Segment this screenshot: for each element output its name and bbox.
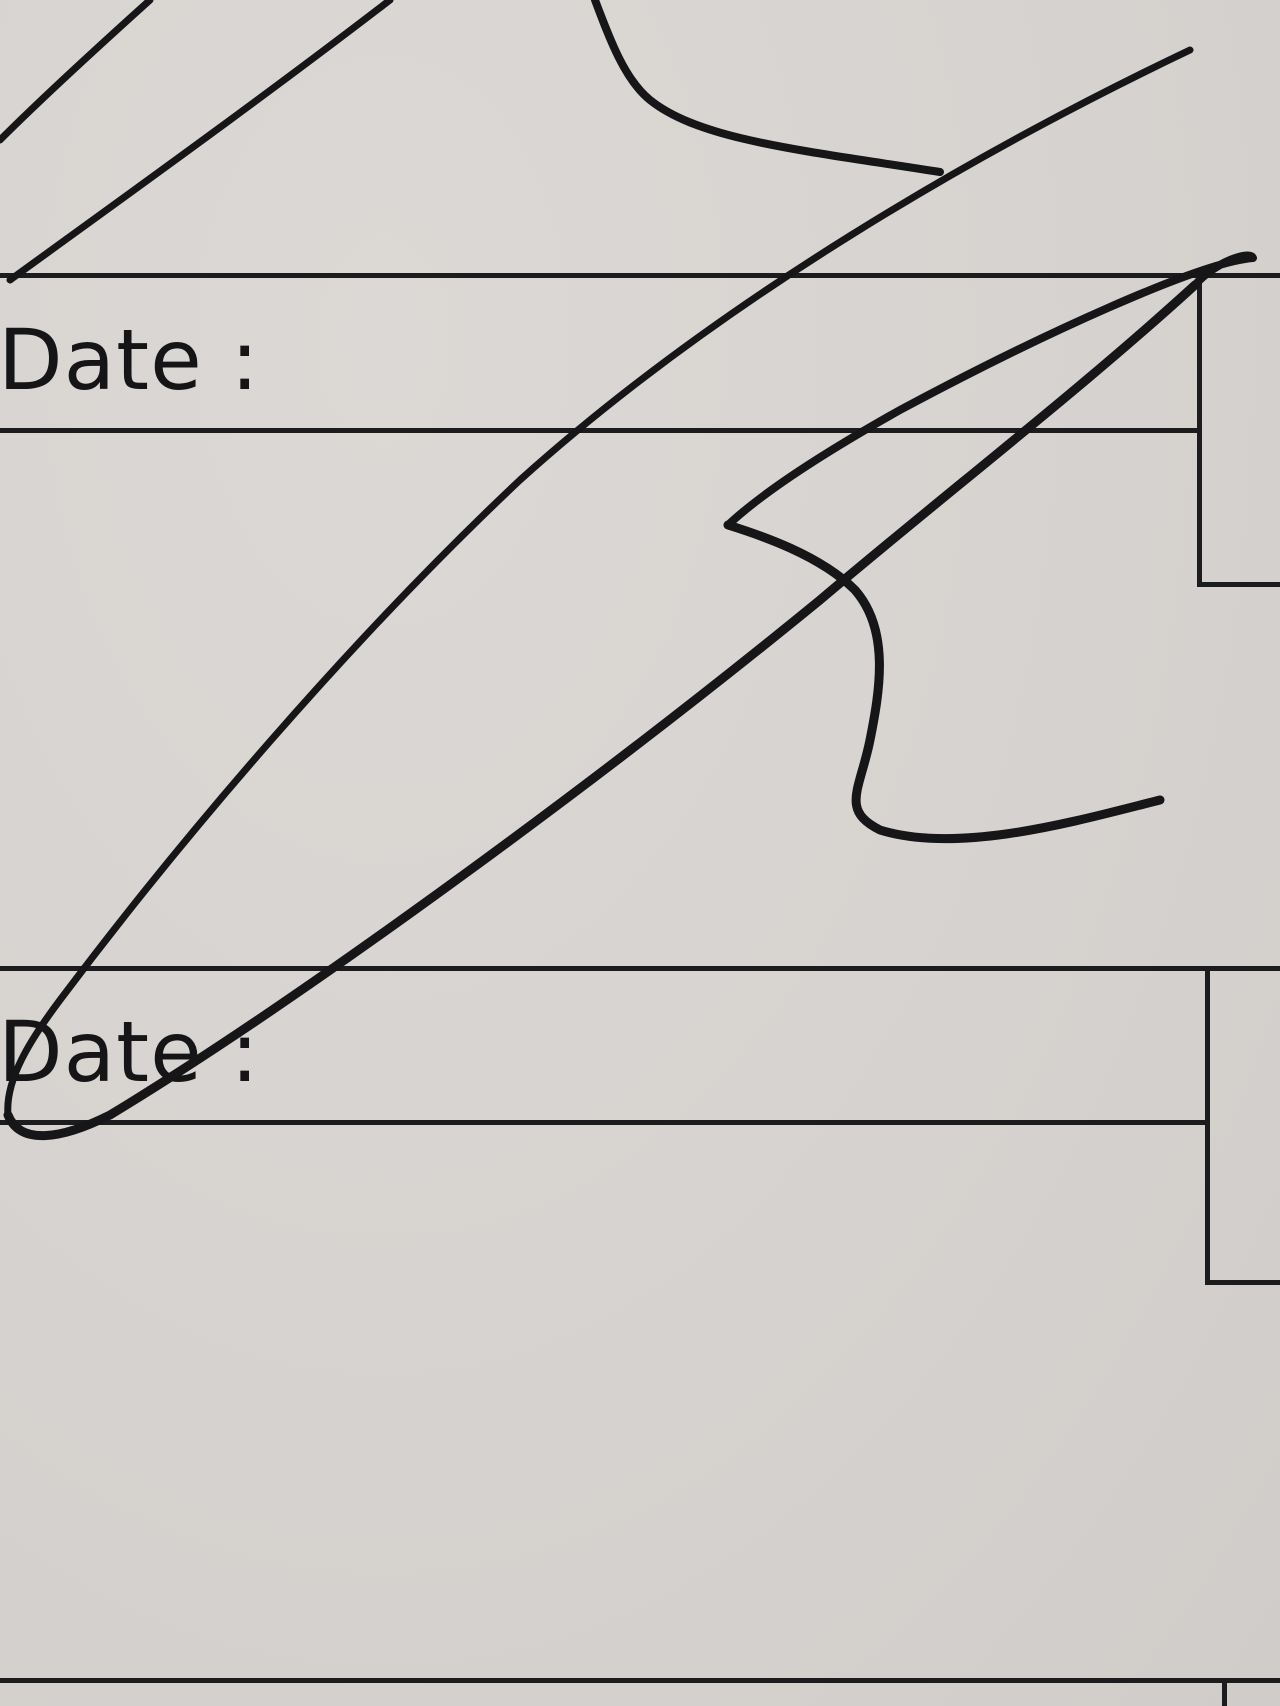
row-1-bottom-rule: [0, 428, 1200, 433]
signature-stroke-top-right-flourish: [724, 251, 1257, 529]
row-2-box-bottom-edge: [1205, 1280, 1280, 1285]
bottom-box-left-edge: [1222, 1678, 1227, 1706]
row-2-box-left-edge: [1205, 966, 1210, 1284]
date-label-1: Date :: [0, 311, 260, 409]
bottom-rule: [0, 1678, 1280, 1683]
signature-stroke-top-left-1: [0, 0, 154, 144]
signature-stroke-top-squiggle: [591, 0, 944, 176]
row-2-bottom-rule: [0, 1120, 1208, 1125]
row-2-top-rule: [0, 966, 1280, 971]
date-label-2: Date :: [0, 1003, 260, 1101]
row-1-box-left-edge: [1197, 273, 1202, 585]
signature-stroke-top-left-2: [6, 0, 394, 284]
signature-stroke-s-curve: [723, 520, 1165, 844]
signature-stroke-long-outer: [4, 46, 1194, 1119]
row-1-box-bottom-edge: [1197, 582, 1280, 587]
row-1-top-rule: [0, 273, 1280, 278]
